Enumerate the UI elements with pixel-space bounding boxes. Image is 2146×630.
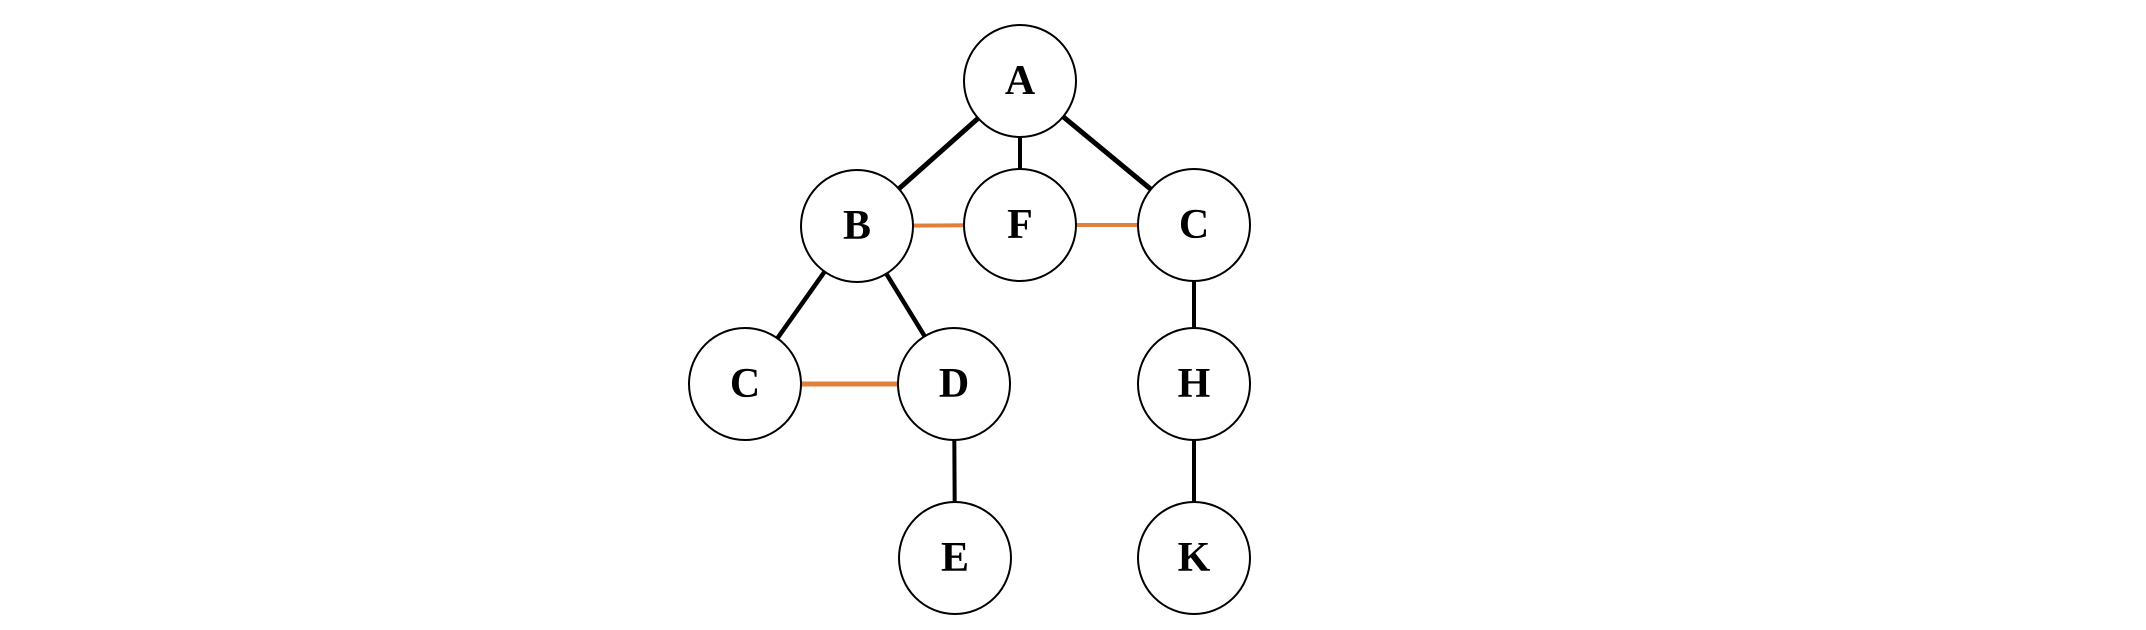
graph-node-F-circle [963, 168, 1077, 282]
graph-node-A-circle [963, 24, 1077, 138]
graph-node-A-label: A [1005, 58, 1036, 104]
graph-node-C2-circle [688, 327, 802, 441]
graph-node-C1-label: C [1179, 202, 1209, 248]
graph-node-C1-circle [1137, 168, 1251, 282]
graph-node-B-label: B [843, 203, 871, 249]
graph-node-F-label: F [1007, 202, 1033, 248]
graph-node-E-label: E [941, 535, 969, 581]
graph-node-D-label: D [939, 361, 969, 407]
graph-node-H-label: H [1178, 361, 1211, 407]
graph-node-C2-label: C [730, 361, 760, 407]
graph-node-B-circle [800, 169, 914, 283]
graph-node-K-label: K [1178, 535, 1211, 581]
graph-node-D-circle [897, 327, 1011, 441]
graph-node-K-circle [1137, 501, 1251, 615]
graph-node-H-circle [1137, 327, 1251, 441]
graph-node-E-circle [898, 501, 1012, 615]
